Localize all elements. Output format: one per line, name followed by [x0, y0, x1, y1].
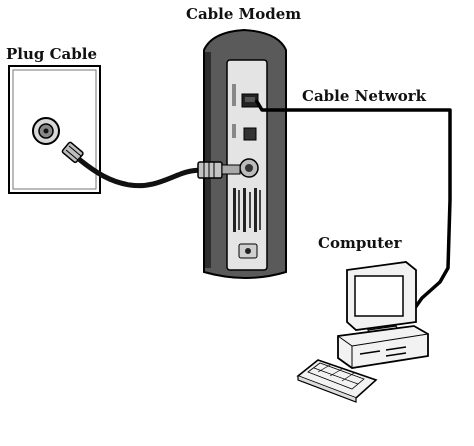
keyboard-icon [296, 359, 378, 403]
computer-label: Computer [318, 234, 402, 252]
network-cable [254, 99, 452, 314]
cable-modem-icon [203, 28, 287, 279]
computer-icon [337, 261, 429, 369]
coax-cable [77, 157, 211, 189]
plug-cable-label: Plug Cable [6, 45, 97, 63]
cable-modem-label: Cable Modem [186, 5, 302, 23]
coax-connector-right [197, 161, 241, 179]
wall-outlet-icon [8, 65, 101, 194]
cable-network-label: Cable Network [302, 87, 427, 105]
